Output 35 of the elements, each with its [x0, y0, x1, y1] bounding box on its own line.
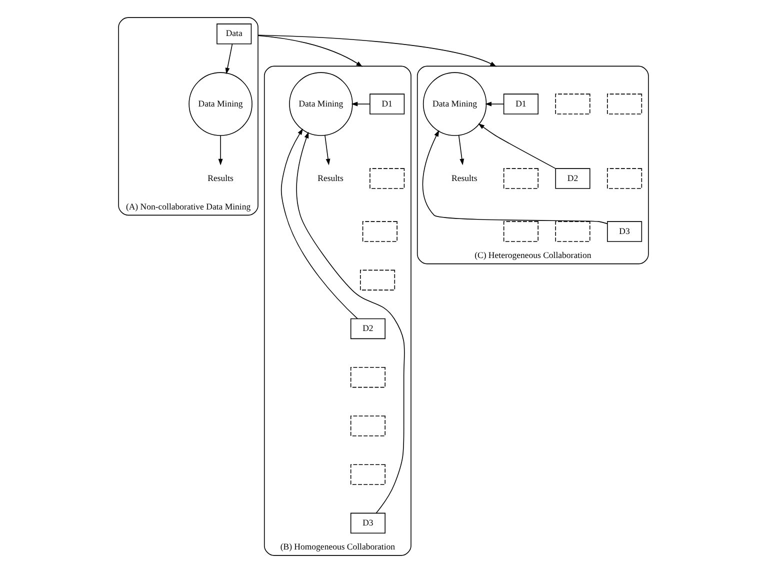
node-box: [607, 94, 642, 114]
arrow: [422, 130, 608, 224]
node-box: [555, 221, 590, 242]
arrow: [258, 34, 496, 67]
arrow: [258, 35, 363, 67]
node-box: D3: [350, 512, 386, 534]
node-box: D1: [503, 94, 538, 114]
node-box: [370, 168, 405, 189]
arrow: [218, 135, 223, 166]
node-box: [607, 168, 642, 189]
node-box: [360, 270, 396, 290]
node-box: D2: [350, 318, 386, 340]
node-box: D2: [555, 168, 590, 189]
node-text: Results: [318, 172, 344, 183]
node-box: [350, 366, 386, 388]
node-box: [503, 168, 538, 189]
node-text: Results: [208, 172, 234, 183]
node-text: Results: [451, 172, 478, 183]
node-box: [503, 221, 538, 242]
arrow: [485, 102, 504, 106]
arrow: [478, 123, 556, 169]
arrow: [351, 102, 370, 106]
node-box: D1: [370, 94, 405, 114]
node-box: [362, 221, 398, 242]
node-box: [350, 464, 386, 485]
arrow: [225, 44, 233, 74]
arrow: [324, 134, 330, 166]
node-box: D3: [607, 221, 642, 242]
arrow: [458, 134, 464, 166]
node-box: [555, 94, 590, 114]
node-box: [350, 416, 386, 436]
node-box: Data: [216, 24, 252, 44]
arrow: [296, 132, 405, 514]
arrow: [280, 128, 358, 320]
node-circle: Data Mining: [188, 72, 252, 136]
